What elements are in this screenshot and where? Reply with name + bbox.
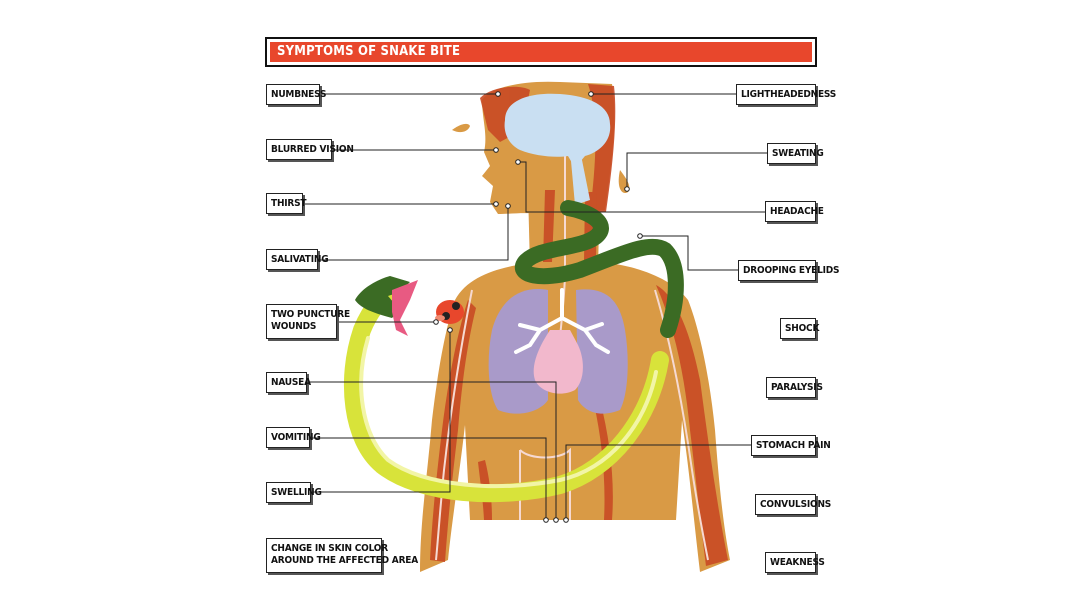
snake-body-light-highlight [359,336,658,489]
label-vomiting: VOMITING [266,427,321,448]
label-lightheadedness: LIGHTHEADEDNESS [736,84,836,105]
label-two-puncture-wounds-line2: WOUNDS [271,321,317,332]
label-two-puncture-wounds-line1: TWO PUNCTURE [271,309,350,320]
label-blurred-vision: BLURRED VISION [266,139,354,160]
label-weakness: WEAKNESS [765,552,825,573]
label-stomach-pain: STOMACH PAIN [751,435,831,456]
title-frame: SYMPTOMS OF SNAKE BITE [265,37,817,67]
label-change-in-skin-color: CHANGE IN SKIN COLOR AROUND THE AFFECTED… [266,538,419,573]
leader-lines [303,93,767,520]
sweat-drop-left [452,123,470,133]
snake [343,200,684,503]
label-thirst: THIRST [266,193,307,214]
snake-fang [408,300,416,318]
label-convulsions: CONVULSIONS [755,494,831,515]
label-swelling: SWELLING [266,482,322,503]
label-change-in-skin-color-line2: AROUND THE AFFECTED AREA [271,555,419,566]
label-drooping-eyelids: DROOPING EYELIDS [738,260,840,281]
label-two-puncture-wounds: TWO PUNCTURE WOUNDS [266,304,350,339]
leader-dots [433,91,643,523]
label-sweating: SWEATING [767,143,824,164]
label-paralysis: PARALYSIS [766,377,823,398]
heart [533,330,583,394]
spinal-cord [570,150,590,205]
snake-body-dark [515,200,684,338]
label-headache: HEADACHE [765,201,824,222]
brain [504,93,611,168]
bite-wound [435,300,464,324]
label-salivating: SALIVATING [266,249,329,270]
bronchi [514,288,610,354]
label-change-in-skin-color-line1: CHANGE IN SKIN COLOR [271,543,388,554]
label-nausea: NAUSEA [266,372,311,393]
label-numbness: NUMBNESS [266,84,326,105]
label-shock: SHOCK [780,318,819,339]
diagram-title: SYMPTOMS OF SNAKE BITE [270,42,812,62]
right-lung [576,289,628,414]
